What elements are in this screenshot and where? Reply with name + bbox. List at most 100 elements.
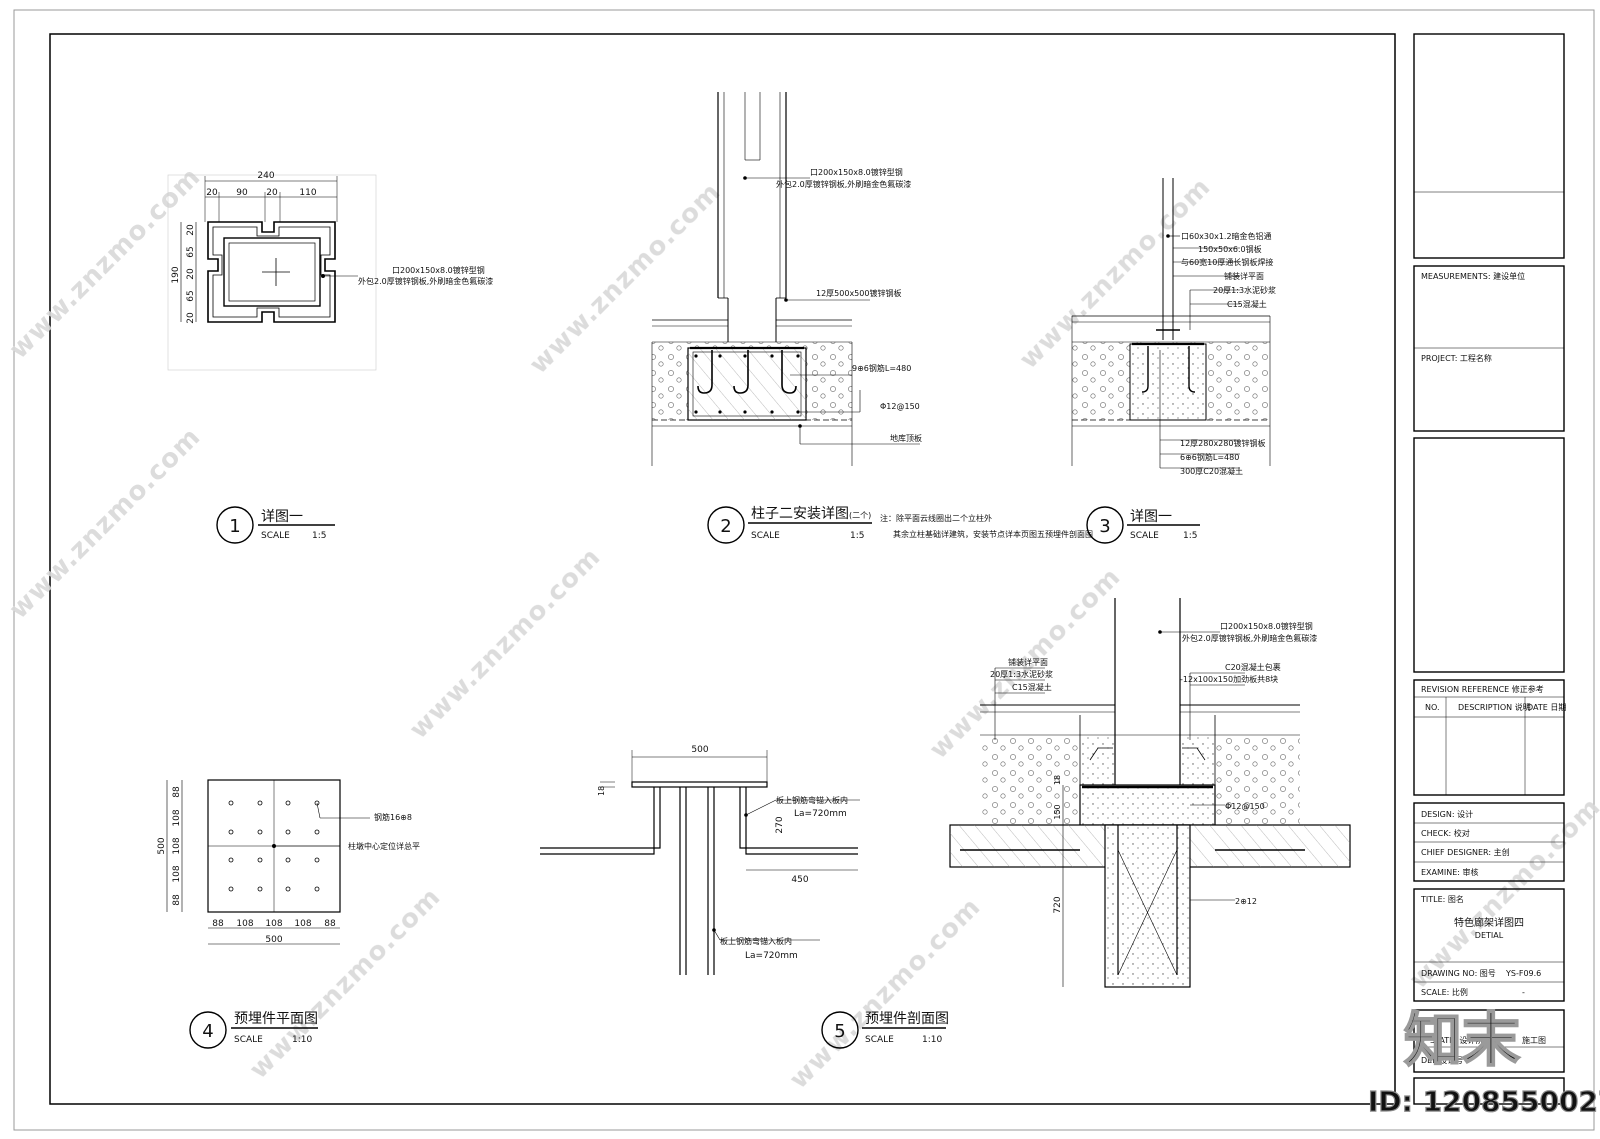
watermark-text: www.znzmo.com [4, 162, 207, 365]
d3-note-7: 12厚280x280镀锌钢板 [1180, 438, 1265, 448]
watermark-text: www.znzmo.com [4, 422, 207, 625]
outer-frame [13, 9, 1595, 1131]
watermark-text: www.znzmo.com [404, 542, 607, 745]
detail-1-plan: 240 20 90 20 110 190 20 65 20 65 20 口200… [167, 171, 493, 371]
d1-scale-label: SCALE [261, 531, 290, 541]
d5-scale-label: SCALE [865, 1035, 894, 1045]
tb-title-cn: 特色廊架详图四 [1454, 916, 1524, 929]
d3-note-9: 300厚C20混凝土 [1180, 466, 1243, 476]
d4-dim-b3: 108 [265, 919, 282, 929]
tb-scale-label: SCALE: 比例 [1421, 987, 1468, 997]
d2-title-suffix: (二个) [849, 511, 871, 520]
dim-l65a: 65 [186, 246, 196, 257]
d3-note-2: 150x50x6.0钢板 [1198, 244, 1262, 254]
d4-note-rebar: 钢筋16⊕8 [374, 812, 412, 822]
d5-note-1: 板上钢筋弯锚入板内 [776, 795, 848, 805]
d5-note-2: 板上钢筋弯锚入板内 [720, 936, 792, 946]
d4-dim-l2: 108 [172, 809, 182, 826]
dim-20b: 20 [266, 188, 278, 198]
d6-note-6: C20混凝土包裹 [1225, 662, 1281, 672]
d3-note-4: 铺装详平面 [1224, 271, 1264, 281]
detail-2-section: 口200x150x8.0镀锌型钢 外包2.0厚镀锌钢板,外刷暗金色氟碳漆 12厚… [651, 92, 922, 466]
tb-drawing-no-label: DRAWING NO: 图号 [1421, 969, 1496, 978]
dim-110: 110 [299, 188, 316, 198]
tb-state-value: 施工图 [1522, 1035, 1546, 1045]
d3-note-3: 与60宽10厚通长钢板焊接 [1181, 257, 1273, 267]
tb-del-label: DEL 设计号 [1421, 1055, 1463, 1065]
d2-number: 2 [720, 516, 731, 537]
d3-note-6: C15混凝土 [1227, 299, 1267, 309]
d4-number: 4 [202, 1021, 213, 1042]
detail-6-section: 150 18 720 口200x150x8.0镀锌型钢 外包2.0厚镀锌钢板,外… [949, 598, 1351, 988]
d3-scale: 1:5 [1183, 531, 1197, 541]
d4-dim-bottom-total: 500 [265, 935, 282, 945]
d5-dim-270: 270 [775, 816, 785, 833]
d3-note-5: 20厚1:3水泥砂浆 [1213, 285, 1276, 295]
tb-drawing-no: YS-F09.6 [1505, 969, 1541, 978]
d4-dim-b2: 108 [236, 919, 253, 929]
detail-5-title: 5 预埋件剖面图 SCALE 1:10 [821, 1011, 949, 1049]
d6-note-3: 铺装详平面 [1008, 657, 1048, 667]
brand-id: ID: 1208550027 [1368, 1085, 1600, 1118]
d1-note-steel: 口200x150x8.0镀锌型钢 [392, 265, 485, 275]
d4-dim-l1: 88 [172, 786, 182, 798]
d2-note-rebar: 9⊕6钢筋L=480 [852, 363, 911, 373]
d4-dim-left-total: 500 [157, 837, 167, 854]
watermark-text: www.znzmo.com [1404, 792, 1600, 995]
tb-examine: EXAMINE: 审核 [1421, 867, 1479, 877]
d4-dim-b1: 88 [212, 919, 224, 929]
d5-dim-18: 18 [597, 786, 606, 796]
d1-note-cladding: 外包2.0厚镀锌钢板,外刷暗金色氟碳漆 [358, 276, 493, 286]
d3-number: 3 [1099, 516, 1110, 537]
detail-2-title: 2 柱子二安装详图 (二个) SCALE 1:5 注：除平面云线圈出二个立柱外 … [707, 506, 1093, 544]
d1-scale: 1:5 [312, 531, 326, 541]
d2-note-slab: 地库顶板 [890, 433, 922, 443]
d2-note-cladding: 外包2.0厚镀锌钢板,外刷暗金色氟碳漆 [776, 179, 911, 189]
d4-dim-l3: 108 [172, 837, 182, 854]
detail-4-plan: 500 88 108 108 108 88 88 108 108 108 88 … [157, 779, 420, 945]
d2-note-phi12: Φ12@150 [880, 402, 920, 411]
dim-l20b: 20 [186, 268, 196, 280]
d6-dim-720: 720 [1053, 896, 1063, 913]
d1-number: 1 [229, 516, 240, 537]
tb-chief: CHIEF DESIGNER: 主创 [1421, 847, 1510, 857]
d2-scale: 1:5 [850, 531, 864, 541]
tb-state-label: STATE: 设计阶段 [1430, 1035, 1491, 1045]
d4-dim-l5: 88 [172, 894, 182, 906]
d4-dim-b5: 88 [324, 919, 336, 929]
dim-l65b: 65 [186, 290, 196, 301]
dim-20a: 20 [206, 188, 218, 198]
brand-logo-text: 知末 [1404, 1006, 1520, 1074]
d5-note-2b: La=720mm [745, 951, 798, 961]
dim-l20c: 20 [186, 312, 196, 324]
tb-check: CHECK: 校对 [1421, 828, 1470, 838]
tb-col-no: NO. [1425, 703, 1440, 712]
d1-title: 详图一 [261, 509, 303, 525]
d5-dim-500: 500 [691, 745, 708, 755]
d5-number: 5 [834, 1021, 845, 1042]
title-block: MEASUREMENTS: 建设单位 PROJECT: 工程名称 REVISIO… [1413, 33, 1566, 1105]
detail-1-title: 1 详图一 SCALE 1:5 [216, 506, 335, 544]
detail-3-title: 3 详图一 SCALE 1:5 [1086, 506, 1200, 544]
detail-4-title: 4 预埋件平面图 SCALE 1:10 [189, 1011, 318, 1049]
d4-scale-label: SCALE [234, 1035, 263, 1045]
dim-190: 190 [171, 266, 181, 283]
d6-note-5: C15混凝土 [1012, 682, 1052, 692]
d6-note-2: 外包2.0厚镀锌钢板,外刷暗金色氟碳漆 [1182, 633, 1317, 643]
tb-col-desc: DESCRIPTION 说明 [1458, 702, 1531, 712]
d2-remark-1: 注：除平面云线圈出二个立柱外 [880, 513, 992, 523]
watermark-text: www.znzmo.com [784, 892, 987, 1095]
tb-measurements: MEASUREMENTS: 建设单位 [1421, 271, 1525, 281]
tb-title-en: DETIAL [1475, 931, 1504, 940]
d6-note-1: 口200x150x8.0镀锌型钢 [1220, 621, 1313, 631]
d6-note-9: 2⊕12 [1235, 897, 1257, 906]
d3-title: 详图一 [1130, 509, 1172, 525]
brand-watermark: 知末 ID: 1208550027 [1367, 1005, 1600, 1119]
d6-note-8: Φ12@150 [1225, 802, 1265, 811]
d4-dim-b4: 108 [294, 919, 311, 929]
d4-dim-l4: 108 [172, 865, 182, 882]
tb-revision: REVISION REFERENCE 修正参考 [1421, 684, 1544, 694]
dim-90: 90 [236, 188, 248, 198]
d5-dim-450: 450 [791, 875, 808, 885]
